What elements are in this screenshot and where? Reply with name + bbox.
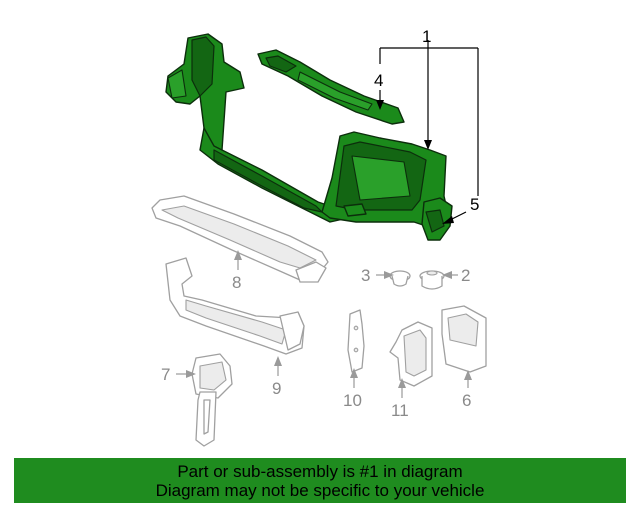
bumper-part-2[interactable] [419,270,445,290]
callout-1: 1 [422,27,431,46]
callout-3: 3 [361,266,370,285]
callout-2: 2 [461,266,470,285]
radiator-support-part-1[interactable] [165,33,453,241]
grommet-part-3[interactable] [389,270,411,287]
callout-5: 5 [470,195,479,214]
deflector-part-11[interactable] [389,321,433,387]
callout-11: 11 [391,401,409,420]
lower-tie-bar-part-8[interactable] [151,195,329,283]
latch-support-part-7[interactable] [191,353,233,447]
callout-4: 4 [374,71,383,90]
footer-banner: Part or sub-assembly is #1 in diagram Di… [14,458,626,503]
callout-9: 9 [272,379,281,398]
bracket-part-10[interactable] [347,309,365,373]
callout-6: 6 [462,391,471,410]
callout-7: 7 [161,365,170,384]
side-baffle-part-6[interactable] [441,305,487,373]
air-baffle-part-9[interactable] [165,257,305,355]
footer-line-1: Part or sub-assembly is #1 in diagram [177,461,463,481]
footer-line-2: Diagram may not be specific to your vehi… [155,480,485,500]
leader-lines [176,40,479,398]
callout-8: 8 [232,273,241,292]
callout-10: 10 [343,391,362,410]
